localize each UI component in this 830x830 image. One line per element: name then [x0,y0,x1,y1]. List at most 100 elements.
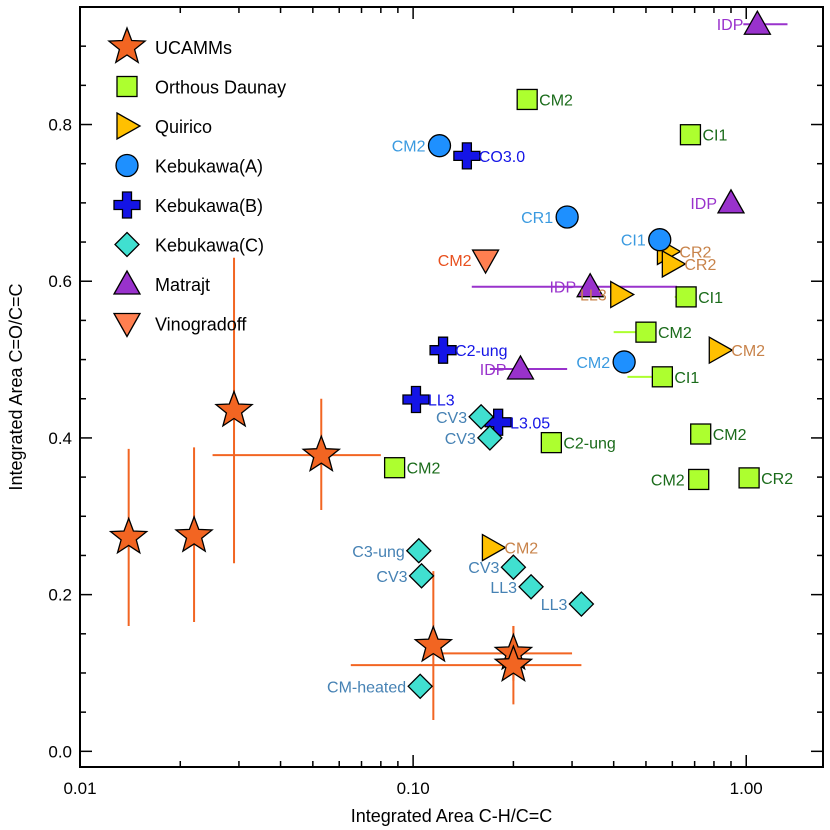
point-label: CV3 [436,410,467,427]
legend-vinogradoff-marker [112,312,142,338]
kebukawa-b--marker [402,385,430,414]
x-tick-label: 0.01 [63,779,96,798]
orthous-daunay-marker [688,468,710,491]
matrajt-marker [743,9,772,35]
point-label: CI1 [621,233,646,250]
ucamms-marker [174,515,214,553]
legend-matrajt-label: Matrajt [155,275,210,295]
point-label: IDP [690,196,717,213]
tick-labels: 0.01 0.10 1.00 0.0 0.2 0.4 0.6 0.8 [48,116,762,798]
quirico-marker [481,533,507,562]
orthous-daunay-marker [679,124,702,146]
point-label: CM2 [504,541,538,558]
kebukawa-c--marker [476,425,503,451]
kebukawa-c--marker [568,591,595,617]
kebukawa-a--marker [612,350,636,374]
legend-vinogradoff-label: Vinogradoff [155,315,247,335]
ucamms-marker [214,389,254,428]
legend-kebukawa-c--marker [114,231,140,258]
matrajt-marker [576,272,605,298]
point-label: IDP [549,280,576,297]
matrajt-marker [506,354,535,380]
kebukawa-c--marker [407,673,434,700]
orthous-daunay-marker [738,467,760,489]
y-tick-label: 0.6 [48,272,72,291]
ucamms-marker [108,516,149,555]
orthous-daunay-marker [540,431,563,454]
legend-quirico-marker [116,111,142,141]
quirico-marker [610,280,636,309]
x-axis-label: Integrated Area C-H/C=C [351,806,553,826]
point-label: L3.05 [510,415,550,432]
matrajt-marker [716,188,746,214]
point-label: C2-ung [455,343,507,360]
legend-kebukawa-a--marker [115,153,139,178]
axis-ticks [79,7,823,767]
orthous-daunay-marker [690,423,712,445]
point-label: CI1 [698,290,723,307]
point-label: CM2 [392,139,426,156]
legend-orthous-daunay-label: Orthous Daunay [155,78,286,98]
point-label: C3-ung [352,544,404,561]
point-label: CM2 [576,355,610,372]
point-label: CV3 [468,560,499,577]
legend-orthous-daunay-marker [116,75,138,98]
orthous-daunay-marker [383,457,406,479]
kebukawa-c--marker [408,562,435,589]
kebukawa-c--marker [518,573,544,600]
y-tick-label: 0.0 [48,742,72,761]
point-label: CR2 [679,244,711,261]
x-tick-label: 0.10 [397,779,430,798]
orthous-daunay-marker [635,321,657,343]
point-label: CM2 [713,427,747,444]
legend-kebukawa-b--marker [113,191,141,219]
y-tick-label: 0.8 [48,116,72,135]
plot-frame [79,6,824,768]
point-label: LL3 [490,580,517,597]
point-label: LL3 [580,288,607,305]
orthous-daunay-marker [675,286,697,308]
kebukawa-c--marker [468,403,495,430]
x-tick-label: 1.00 [730,779,763,798]
legend-ucamms-label: UCAMMs [155,38,232,58]
point-label: CR2 [684,257,716,274]
point-label: LL3 [428,393,455,410]
legend-quirico-label: Quirico [155,117,212,137]
point-label: CI1 [674,370,699,387]
point-label: CM2 [731,343,765,360]
point-label: IDP [717,17,744,34]
point-label: CV3 [376,569,407,586]
kebukawa-b--marker [429,336,457,364]
point-label: CM2 [407,461,441,478]
kebukawa-c--marker [500,554,527,581]
legend-kebukawa-c--label: Kebukawa(C) [155,236,264,256]
y-axis-label: Integrated Area C=O/C=C [6,283,26,490]
kebukawa-b--marker [453,142,481,170]
point-label: LL3 [541,597,568,614]
kebukawa-a--marker [648,228,672,252]
kebukawa-a--marker [555,205,579,229]
ucamms-marker [413,624,454,663]
point-label: CM-heated [327,679,406,696]
orthous-daunay-marker [516,88,538,111]
point-label: CR2 [761,471,793,488]
point-label: CM2 [438,253,472,270]
ucamms-marker [301,434,342,472]
point-label: CM2 [658,325,692,342]
y-tick-label: 0.4 [48,429,72,448]
y-tick-label: 0.2 [48,586,72,605]
point-label: IDP [480,362,507,379]
quirico-marker [661,249,687,279]
point-label: CM2 [539,92,573,109]
point-label: CI1 [702,128,727,145]
point-label: CV3 [445,431,476,448]
point-label: CO3.0 [479,149,525,166]
kebukawa-a--marker [427,134,452,158]
point-label: CR1 [521,210,553,227]
data-markers [108,9,772,700]
legend-kebukawa-b--label: Kebukawa(B) [155,196,263,216]
ucamms-marker [493,644,534,683]
